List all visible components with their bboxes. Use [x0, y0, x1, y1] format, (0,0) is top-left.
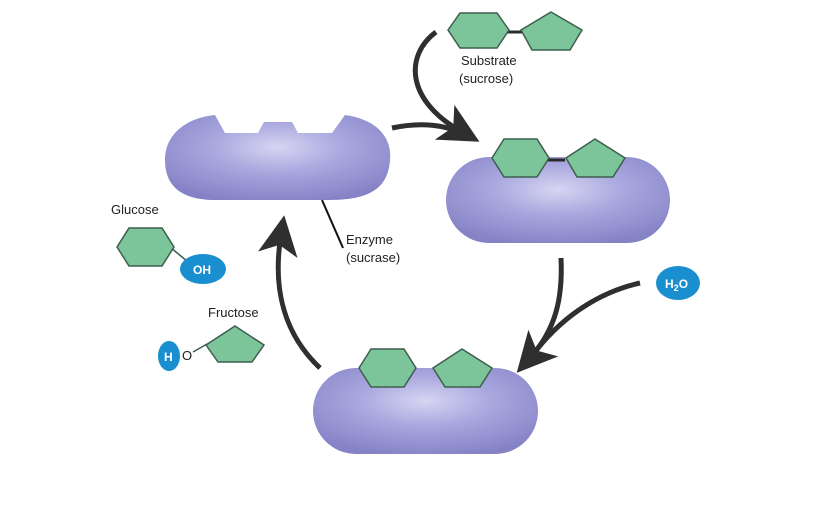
- water-molecule: H2O: [656, 266, 700, 300]
- arrow-enzyme-to-complex: [391, 122, 472, 139]
- h-label: H: [164, 350, 173, 364]
- fructose-label: Fructose: [208, 305, 259, 320]
- water-o: O: [679, 277, 688, 291]
- enzyme-label-line1: Enzyme: [346, 232, 393, 247]
- arrow-substrate-binding: [412, 29, 480, 142]
- svg-text:H2O: H2O: [665, 277, 688, 293]
- water-h: H: [665, 277, 674, 291]
- substrate-label-line1: Substrate: [461, 53, 517, 68]
- enzyme-substrate-complex: [446, 138, 670, 243]
- water-subscript: 2: [674, 283, 679, 293]
- enzyme-body-complex: [446, 157, 670, 243]
- enzyme-body-free: [165, 115, 391, 200]
- glucose-hexagon-icon: [447, 12, 510, 49]
- hydrolysis-stage: [313, 348, 538, 454]
- fructose-pentagon-icon: [204, 325, 266, 363]
- glucose-label: Glucose: [111, 202, 159, 217]
- glucose-hexagon-icon: [358, 348, 417, 388]
- o-label: O: [182, 348, 192, 363]
- oh-label: OH: [193, 263, 211, 277]
- arrow-water-entry: [536, 280, 641, 350]
- fructose-pentagon-icon: [519, 11, 584, 51]
- glucose-product: OH: [116, 227, 226, 284]
- fructose-pentagon-icon: [431, 348, 494, 388]
- glucose-hexagon-icon: [491, 138, 550, 178]
- enzyme-label-line2: (sucrase): [346, 250, 400, 265]
- arrow-complex-to-hydrolysis: [516, 257, 564, 373]
- water-bubble: [656, 266, 700, 300]
- substrate-label-line2: (sucrose): [459, 71, 513, 86]
- h-bubble: [158, 341, 180, 371]
- oh-bubble: [180, 254, 226, 284]
- enzyme-pointer-line: [321, 199, 344, 249]
- enzyme-body-hydrolysis: [313, 368, 538, 454]
- glucose-hexagon-icon: [116, 227, 175, 267]
- fructose-pentagon-icon: [564, 138, 627, 178]
- substrate-sucrose: [447, 11, 584, 51]
- fructose-o-bond: [192, 343, 208, 353]
- arrow-release-to-free-enzyme: [258, 215, 322, 370]
- fructose-product: H O: [158, 325, 266, 371]
- free-enzyme: [165, 115, 391, 200]
